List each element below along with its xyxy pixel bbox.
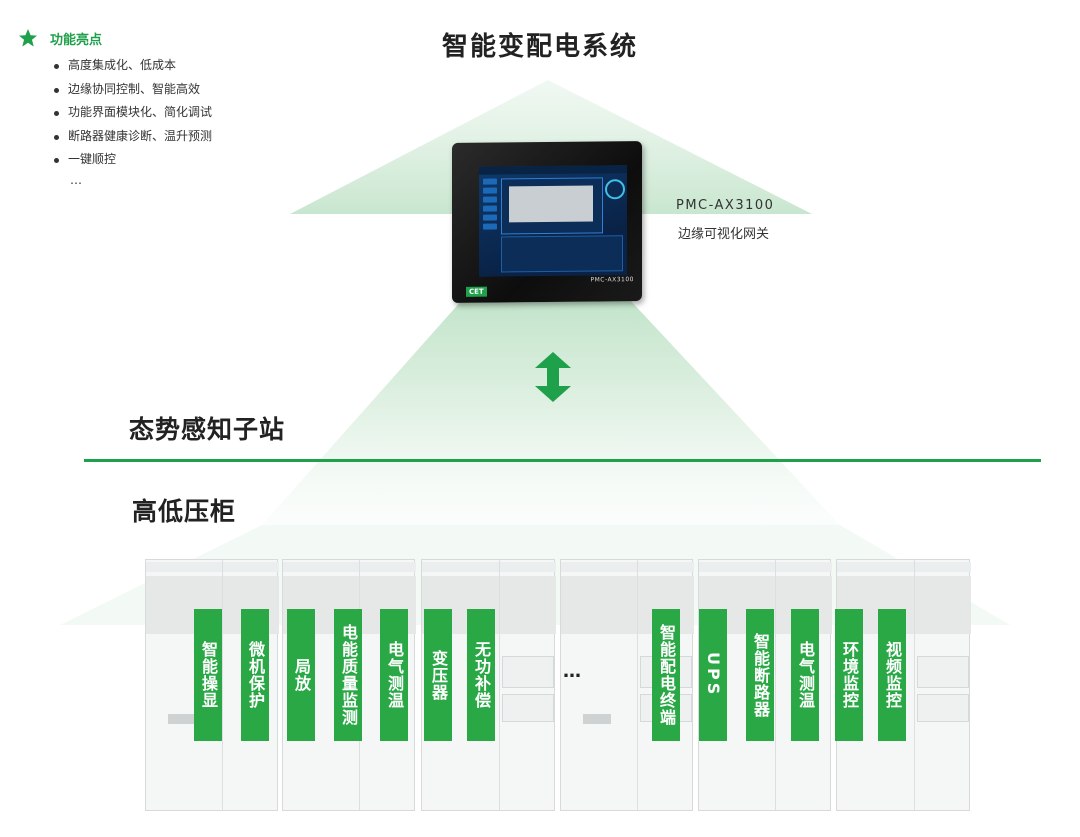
feature-item: 断路器健康诊断、温升预测 — [54, 125, 212, 149]
module-label: 微机保护 — [241, 609, 269, 741]
substation-label: 态势感知子站 — [129, 415, 286, 444]
device-model-print: PMC-AX3100 — [590, 276, 634, 284]
module-label-text: 电气测温 — [385, 641, 404, 709]
module-label-text: 电气测温 — [796, 641, 815, 709]
module-label: 电气测温 — [380, 609, 408, 741]
section-divider — [84, 459, 1041, 462]
more-modules-ellipsis: … — [563, 661, 582, 682]
module-label: 无功补偿 — [467, 609, 495, 741]
screen-menu — [483, 178, 497, 233]
brand-logo: CET — [466, 286, 487, 297]
lower-beam — [262, 300, 840, 525]
double-arrow-icon — [535, 352, 571, 402]
module-label-text: 变压器 — [429, 649, 448, 701]
feature-item: 一键顺控 — [54, 148, 212, 172]
module-label-text: 电能质量监测 — [339, 624, 358, 726]
module-label-text: 智能配电终端 — [657, 624, 676, 726]
module-label: 电气测温 — [791, 609, 819, 741]
module-label: 智能配电终端 — [652, 609, 680, 741]
screen-gauge — [605, 179, 625, 200]
module-label: 智能断路器 — [746, 609, 774, 741]
module-label-text: UPS — [704, 652, 723, 698]
feature-item: 功能界面模块化、简化调试 — [54, 101, 212, 125]
module-label-text: 智能操显 — [199, 641, 218, 709]
module-label: 局放 — [287, 609, 315, 741]
device-model: PMC-AX3100 — [676, 198, 775, 213]
feature-heading: 功能亮点 — [50, 32, 103, 48]
screen-cabinet-graphic — [509, 185, 593, 223]
module-label: 智能操显 — [194, 609, 222, 741]
feature-item: 边缘协同控制、智能高效 — [54, 78, 212, 102]
module-label: UPS — [699, 609, 727, 741]
module-label-text: 无功补偿 — [472, 641, 491, 709]
module-label-text: 局放 — [292, 658, 311, 692]
module-label-text: 智能断路器 — [751, 632, 770, 718]
module-label: 电能质量监测 — [334, 609, 362, 741]
screen-data-panel — [501, 235, 623, 273]
feature-more: … — [70, 172, 82, 187]
module-label: 环境监控 — [835, 609, 863, 741]
system-title: 智能变配电系统 — [441, 32, 638, 62]
gateway-device: CET PMC-AX3100 — [452, 141, 642, 303]
module-label-text: 微机保护 — [246, 641, 265, 709]
device-caption: 边缘可视化网关 — [678, 227, 770, 242]
device-screen — [479, 165, 627, 277]
module-label-text: 环境监控 — [840, 641, 859, 709]
star-icon — [19, 29, 37, 47]
cabinets-label: 高低压柜 — [132, 497, 237, 526]
feature-list: 功能亮点 高度集成化、低成本 边缘协同控制、智能高效 功能界面模块化、简化调试 … — [18, 28, 212, 188]
feature-heading-row: 功能亮点 — [18, 28, 212, 48]
module-label: 变压器 — [424, 609, 452, 741]
screen-top-bar — [479, 165, 627, 175]
module-label: 视频监控 — [878, 609, 906, 741]
module-label-text: 视频监控 — [883, 641, 902, 709]
feature-item: 高度集成化、低成本 — [54, 54, 212, 78]
feature-items: 高度集成化、低成本 边缘协同控制、智能高效 功能界面模块化、简化调试 断路器健康… — [18, 54, 212, 172]
